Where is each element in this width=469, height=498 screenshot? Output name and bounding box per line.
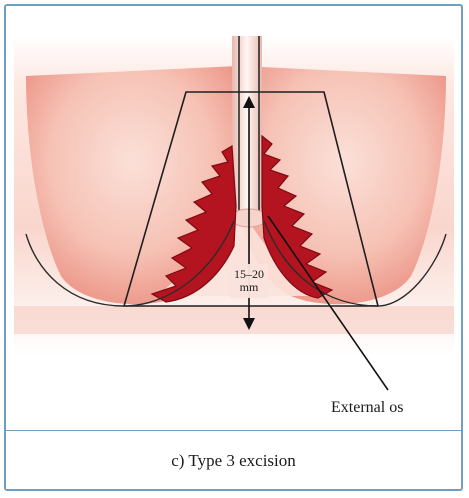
endocervical-canal <box>232 36 262 216</box>
figure-caption: c) Type 3 excision <box>171 451 296 471</box>
external-os-label: External os <box>331 399 403 416</box>
caption-bar: c) Type 3 excision <box>6 430 461 490</box>
lower-tissue-band <box>14 306 454 334</box>
measurement-unit: mm <box>240 280 259 294</box>
figure-panel: 15–20 mm External os c) Type 3 excision <box>4 4 463 491</box>
cervix-illustration: 15–20 mm External os <box>6 6 461 430</box>
measurement-value: 15–20 <box>234 267 264 281</box>
